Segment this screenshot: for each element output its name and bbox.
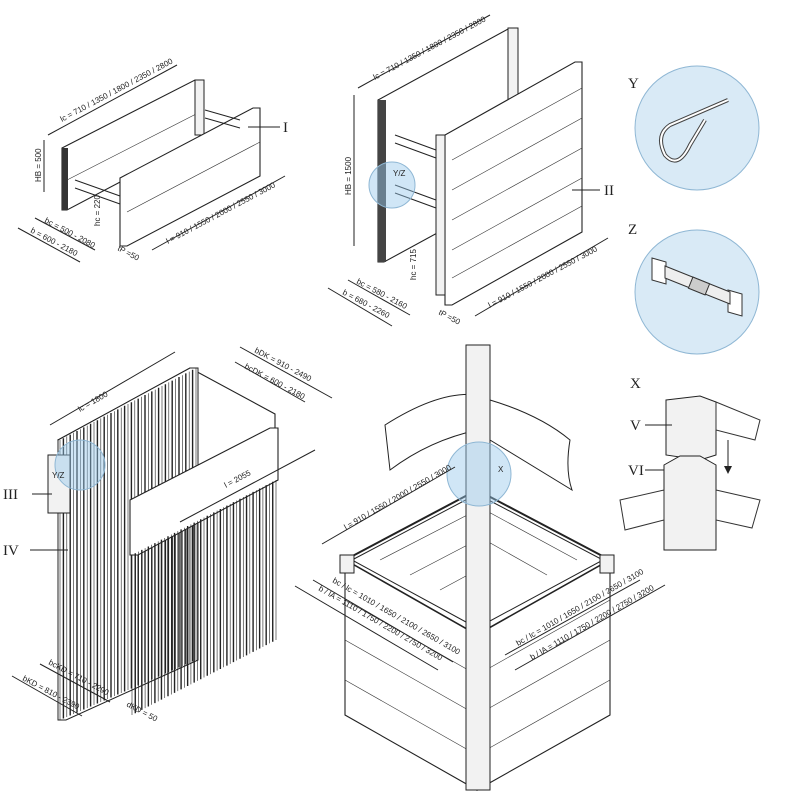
figure-iii-iv: Y/Z III IV lc = 1800 bDK = 910 - 2490 bc… xyxy=(3,346,333,724)
dim-lc: lc = 1800 xyxy=(77,389,110,413)
detail-yz-label: Y/Z xyxy=(393,169,406,178)
detail-y: Y xyxy=(628,65,760,191)
front-panel-ii xyxy=(444,61,583,306)
dim-hc: hc = 715 xyxy=(409,249,418,280)
panel-iii xyxy=(47,454,71,514)
front-panel-i xyxy=(119,107,261,247)
back-rail xyxy=(378,100,386,262)
label-i: I xyxy=(283,120,288,136)
dim-hb: HB = 1500 xyxy=(344,156,353,195)
back-rail xyxy=(62,148,68,210)
spindle-icon xyxy=(651,257,743,317)
strut xyxy=(74,109,241,205)
detail-y-title: Y xyxy=(628,76,639,92)
detail-x-label: X xyxy=(498,465,504,474)
figure-ii: Y/Z II lc = 710 / 1350 / 1800 / 2350 / 2… xyxy=(327,14,614,327)
detail-z: Z xyxy=(628,222,760,355)
label-iii: III xyxy=(3,487,18,503)
dim-tp: tP =50 xyxy=(116,244,141,263)
front-right-wall xyxy=(476,559,611,791)
strut xyxy=(394,134,437,209)
label-v: V xyxy=(630,418,641,434)
label-ii: II xyxy=(604,183,614,199)
cut-panel-right xyxy=(489,399,573,492)
detail-x-title: X xyxy=(630,376,641,392)
detail-x: X V VI xyxy=(619,376,761,551)
dim-l: l = 910 / 1550 / 2000 / 2550 / 3000 xyxy=(343,463,454,532)
label-vi: VI xyxy=(628,463,644,479)
detail-yz-label: Y/Z xyxy=(52,471,65,480)
front-waler xyxy=(129,427,279,556)
detail-yz-highlight[interactable] xyxy=(54,439,106,491)
dim-hb: HB = 500 xyxy=(34,148,43,182)
detail-yz-highlight[interactable] xyxy=(368,161,416,209)
detail-z-title: Z xyxy=(628,222,637,238)
figure-corner: X l = 910 / 1550 / 2000 / 2550 / 3000 bc… xyxy=(294,344,666,791)
dim-tp: tP =50 xyxy=(437,308,462,327)
corner-post xyxy=(465,344,491,791)
label-iv: IV xyxy=(3,543,19,559)
figure-i: I lc = 710 / 1350 / 1800 / 2350 / 2800 H… xyxy=(17,56,288,263)
dim-hc: hc = 220 xyxy=(93,195,102,226)
detail-x-highlight[interactable] xyxy=(446,441,512,507)
